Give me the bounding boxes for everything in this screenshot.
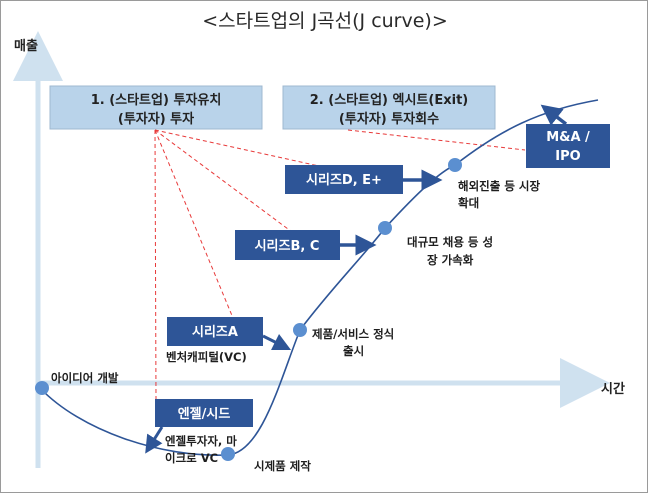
box-series-bc <box>235 230 340 260</box>
point-prototype <box>221 447 235 461</box>
box-series-de <box>285 165 403 194</box>
note-vc: 벤처캐피털(VC) <box>166 350 247 364</box>
box-exit-line1: 2. (스타트업) 엑시트(Exit) <box>310 92 468 108</box>
y-axis-label: 매출 <box>14 38 38 54</box>
point-launch <box>293 323 307 337</box>
label-idea: 아이디어 개발 <box>51 371 119 385</box>
box-exit-ma-ipo-line1: M&A / <box>546 130 590 145</box>
box-series-de-label: 시리즈D, E+ <box>306 172 382 188</box>
box-exit-ma-ipo <box>526 124 610 168</box>
point-idea <box>35 381 49 395</box>
box-series-a-label: 시리즈A <box>192 324 238 340</box>
box-angel-seed <box>155 399 253 427</box>
box-investment-line1: 1. (스타트업) 투자유치 <box>91 92 222 108</box>
x-axis-label: 시간 <box>601 381 625 397</box>
box-investment <box>49 85 263 130</box>
label-launch-1: 제품/서비스 정식 <box>312 327 394 341</box>
investment-connectors <box>154 129 526 401</box>
box-exit <box>282 85 496 130</box>
label-prototype: 시제품 제작 <box>254 459 311 473</box>
label-launch-2: 출시 <box>343 344 364 358</box>
box-exit-ma-ipo-line2: IPO <box>555 149 580 164</box>
label-overseas-2: 확대 <box>458 196 479 210</box>
j-curve-line <box>39 99 599 456</box>
arrow-series-a <box>262 333 292 351</box>
box-angel-seed-label: 엔젤/시드 <box>178 406 231 422</box>
point-overseas <box>448 158 462 172</box>
label-overseas-1: 해외진출 등 시장 <box>458 179 540 193</box>
point-scale <box>378 221 392 235</box>
note-angel-2: 이크로 VC <box>165 451 218 465</box>
arrow-exit <box>540 104 568 126</box>
note-angel-1: 엔젤투자자, 마 <box>165 434 237 448</box>
box-investment-line2: (투자자) 투자 <box>118 112 194 127</box>
label-scale-2: 장 가속화 <box>427 253 474 267</box>
box-exit-line2: (투자자) 투자회수 <box>339 111 439 127</box>
box-series-a <box>167 317 263 346</box>
diagram-title: <스타트업의 J곡선(J curve)> <box>202 10 448 32</box>
label-scale-1: 대규모 채용 등 성 <box>407 235 493 249</box>
arrow-angel-seed <box>145 426 164 454</box>
box-series-bc-label: 시리즈B, C <box>255 238 320 254</box>
